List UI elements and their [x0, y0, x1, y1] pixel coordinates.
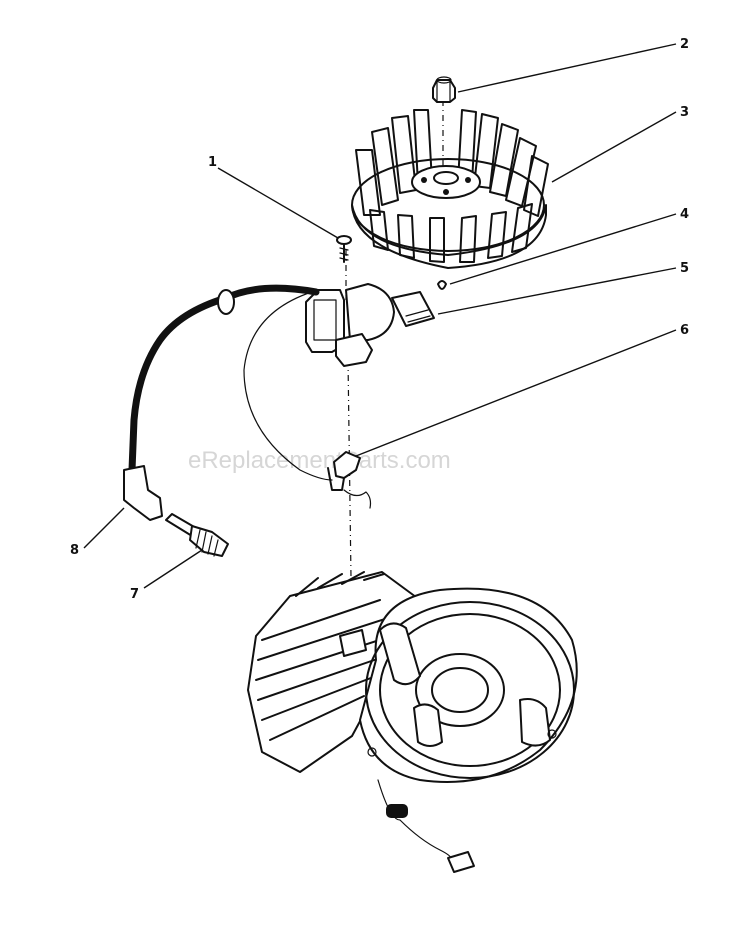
callout-3: 3: [680, 105, 689, 120]
callout-labels: 1 2 3 4 5 6 7 8: [70, 37, 689, 602]
callout-4: 4: [680, 207, 689, 222]
callout-7: 7: [130, 587, 139, 602]
callout-6: 6: [680, 323, 689, 338]
flywheel: [351, 109, 549, 269]
ground-bracket: [327, 451, 372, 509]
ground-wire: [243, 289, 333, 481]
callout-8: 8: [70, 543, 79, 558]
callout-1: 1: [208, 155, 217, 170]
flywheel-key: [437, 280, 447, 290]
watermark: eReplacementParts.com: [188, 447, 451, 474]
flywheel-nut: [432, 76, 456, 103]
callout-5: 5: [680, 261, 689, 276]
spark-plug-boot-and-lead: [123, 284, 320, 521]
ignition-coil: [305, 283, 435, 367]
stop-switch-wire: [377, 779, 475, 873]
ignition-screw: [336, 235, 352, 263]
engine-block: [247, 571, 578, 783]
spark-plug: [165, 513, 229, 557]
callout-2: 2: [680, 37, 689, 52]
leader-lines: [83, 43, 677, 589]
